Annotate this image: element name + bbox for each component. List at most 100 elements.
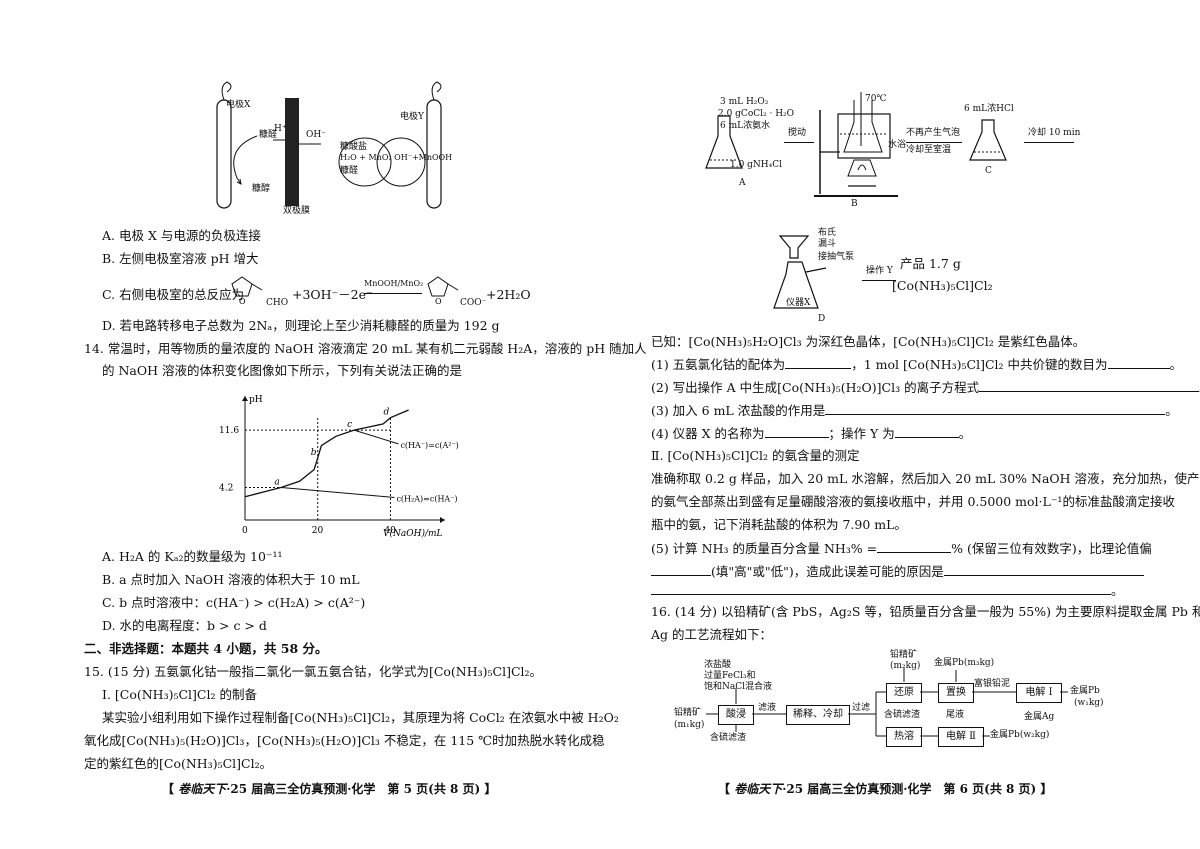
q15-para-3: 定的紫红色的[Co(NH₃)₅Cl]Cl₂。	[84, 756, 273, 771]
y-tick-label: 4.2	[219, 483, 233, 493]
cool-room-label: 冷却至室温	[906, 145, 952, 155]
left-footer-logo: 卷临天下	[178, 782, 227, 796]
q13-option-b: B. 左侧电极室溶液 pH 增大	[102, 251, 259, 266]
flow-sulfur-residue-2: 含硫滤渣	[884, 710, 921, 720]
annotation-leader-1	[353, 429, 399, 445]
suction-filtration-d	[773, 235, 827, 309]
q15-5-blank-d[interactable]	[651, 582, 1111, 595]
x-tick-label: 0	[242, 526, 248, 536]
furoate-label: 糠酸盐	[340, 142, 368, 152]
flow-ore-2: 铅精矿	[890, 650, 918, 660]
furfural-structure: O	[231, 276, 263, 306]
q13-option-d: D. 若电路转移电子总数为 2Nₐ，则理论上至少消耗糠醛的质量为 192 g	[102, 318, 500, 333]
buchner-label-1: 布氏	[818, 228, 837, 238]
flow-ore: 铅精矿	[674, 708, 702, 718]
q15-4-part-b: ；操作 Y 为	[828, 426, 895, 441]
furfuryl-alcohol-label: 糠醇	[252, 184, 271, 194]
label-b: B	[851, 199, 858, 209]
furfural-label: 糠醛	[259, 130, 278, 140]
h-plus-label: H⁺	[274, 124, 287, 134]
flow-arrows	[706, 668, 1068, 737]
label-a: A	[739, 178, 746, 188]
furfural-label-2: 糠醛	[340, 166, 359, 176]
right-footer: 【 卷临天下·25 届高三全仿真预测·化学 第 6 页(共 8 页) 】	[718, 782, 1053, 796]
box-electrolysis-2: 电解 Ⅱ	[938, 727, 984, 747]
water-bath-apparatus-b	[814, 92, 898, 197]
q13-option-a: A. 电极 X 与电源的负极连接	[102, 228, 261, 243]
q14-line-1: 14. 常温时，用等物质的量浓度的 NaOH 溶液滴定 20 mL 某有机二元弱…	[84, 341, 647, 356]
q15-part-one-heading: Ⅰ. [Co(NH₃)₅Cl]Cl₂ 的制备	[102, 687, 257, 702]
q15-2-text: (2) 写出操作 A 中生成[Co(NH₃)₅(H₂O)]Cl₃ 的离子方程式	[651, 380, 980, 395]
q16-line-2: Ag 的工艺流程如下：	[651, 627, 773, 642]
q15-part2-para-2: 的氨气全部蒸出到盛有足量硼酸溶液的氨接收瓶中，并用 0.5000 mol·L⁻¹…	[651, 494, 1175, 509]
q15-sub-4: (4) 仪器 X 的名称为；操作 Y 为。	[651, 425, 971, 442]
q15-sub-2: (2) 写出操作 A 中生成[Co(NH₃)₅(H₂O)]Cl₃ 的离子方程式。	[651, 379, 1200, 396]
svg-text:O: O	[239, 297, 246, 306]
q15-4-blank-b[interactable]	[894, 425, 959, 438]
q14-option-a: A. H₂A 的 Kₐ₂的数量级为 10⁻¹¹	[102, 549, 283, 564]
left-footer-text: ·25 届高三全仿真预测·化学 第 5 页(共 8 页)	[226, 782, 481, 796]
reaction-arrow	[364, 293, 422, 294]
cho-group: CHO	[266, 298, 289, 308]
section-two-heading: 二、非选择题：本题共 4 小题，共 58 分。	[84, 641, 328, 656]
q15-sub-5-line3: 。	[651, 582, 1124, 599]
x-tick-label: 20	[312, 526, 324, 536]
q15-5-blank-a[interactable]	[877, 540, 952, 553]
point-label-d: d	[383, 408, 389, 418]
q13-c-catalyst: MnOOH/MnO₂	[364, 279, 424, 288]
q15-sub-3: (3) 加入 6 mL 浓盐酸的作用是。	[651, 402, 1178, 419]
water-bath-label: 水浴	[888, 140, 907, 150]
q15-5-blank-c[interactable]	[943, 563, 1144, 576]
flow-out-pb: 金属Pb	[1070, 686, 1100, 696]
q15-para-2: 氧化成[Co(NH₃)₅(H₂O)]Cl₃，[Co(NH₃)₅(H₂O)]Cl₃…	[84, 733, 605, 748]
q15-3-text: (3) 加入 6 mL 浓盐酸的作用是	[651, 403, 826, 418]
titration-curve	[244, 409, 409, 498]
right-footer-logo: 卷临天下	[734, 782, 783, 796]
x-axis-label: V(NaOH)/mL	[383, 528, 443, 539]
q15-5-part-c: (填"高"或"低")，造成此误差可能的原因是	[711, 564, 944, 579]
stir-label: 搅动	[788, 128, 807, 138]
q15-1-blank-b[interactable]	[1107, 356, 1170, 369]
flow-filtrate: 滤液	[758, 703, 777, 713]
box-reduction: 还原	[886, 683, 922, 703]
q14-option-d: D. 水的电离程度：b > c > d	[102, 618, 267, 633]
right-page: 3 mL H₂O₂ 2.0 gCoCl₂ · H₂O 6 mL浓氨水 1.0 g…	[600, 0, 1200, 849]
flow-pb-metal: 金属Pb(m₃kg)	[934, 658, 995, 668]
box-hot-dissolve: 热溶	[886, 727, 922, 747]
q15-4-blank-a[interactable]	[764, 425, 829, 438]
q14-line-2: 的 NaOH 溶液的体积变化图像如下所示，下列有关说法正确的是	[102, 363, 462, 378]
temperature-label: 70℃	[865, 94, 887, 104]
instrument-x-label: 仪器X	[786, 298, 811, 308]
arrow-d-out	[862, 280, 896, 281]
product-formula: [Co(NH₃)₅Cl]Cl₂	[892, 278, 993, 293]
reagent-ammonia: 6 mL浓氨水	[720, 121, 771, 131]
left-page: 电极X 电极Y 糠醛 H⁺ OH⁻ 糠醇 糠酸盐 H₂O + MnO₂ OH⁻+…	[84, 81, 647, 796]
q15-5-part-b: % (保留三位有效数字)，比理论值偏	[951, 541, 1152, 556]
box-replacement: 置换	[938, 683, 974, 703]
q16-line-1: 16. (14 分) 以铅精矿(含 PbS，Ag₂S 等，铅质量百分含量一般为 …	[651, 604, 1200, 619]
cool-time-label: 冷却 10 min	[1028, 128, 1081, 138]
buchner-label-2: 漏斗	[818, 239, 837, 249]
reagent-h2o2: 3 mL H₂O₂	[720, 97, 769, 107]
q15-title: 15. (15 分) 五氨氯化钴一般指二氯化一氯五氨合钴，化学式为[Co(NH₃…	[84, 664, 543, 679]
flow-ore-2-mass: (m₂kg)	[890, 661, 921, 671]
q15-5-blank-b[interactable]	[651, 563, 711, 576]
pump-label: 接抽气泵	[818, 252, 855, 262]
flow-reagent-3: 饱和NaCl混合液	[704, 682, 773, 692]
q15-2-blank[interactable]	[979, 379, 1200, 392]
point-label-c: c	[347, 420, 352, 430]
box-electrolysis-1: 电解 Ⅰ	[1016, 683, 1062, 703]
y-axis-arrow	[242, 396, 248, 401]
hcl-label: 6 mL浓HCl	[964, 104, 1014, 114]
q15-4-part-a: (4) 仪器 X 的名称为	[651, 426, 765, 441]
svg-text:O: O	[435, 297, 442, 306]
q15-part2-para-3: 瓶中的氨，记下消耗盐酸的体积为 7.90 mL。	[651, 517, 907, 532]
left-footer: 【 卷临天下·25 届高三全仿真预测·化学 第 5 页(共 8 页) 】	[162, 782, 497, 796]
q15-3-blank[interactable]	[825, 402, 1166, 415]
mno2-equation: H₂O + MnO₂ OH⁻+MnOOH	[340, 153, 453, 162]
q15-1-blank-a[interactable]	[785, 356, 852, 369]
box-dilute-cool: 稀释、冷却	[786, 705, 850, 725]
q15-1-part-a: (1) 五氨氯化钴的配体为	[651, 357, 786, 372]
no-bubbles-label: 不再产生气泡	[906, 128, 961, 138]
annotation-leader-2	[281, 486, 395, 498]
